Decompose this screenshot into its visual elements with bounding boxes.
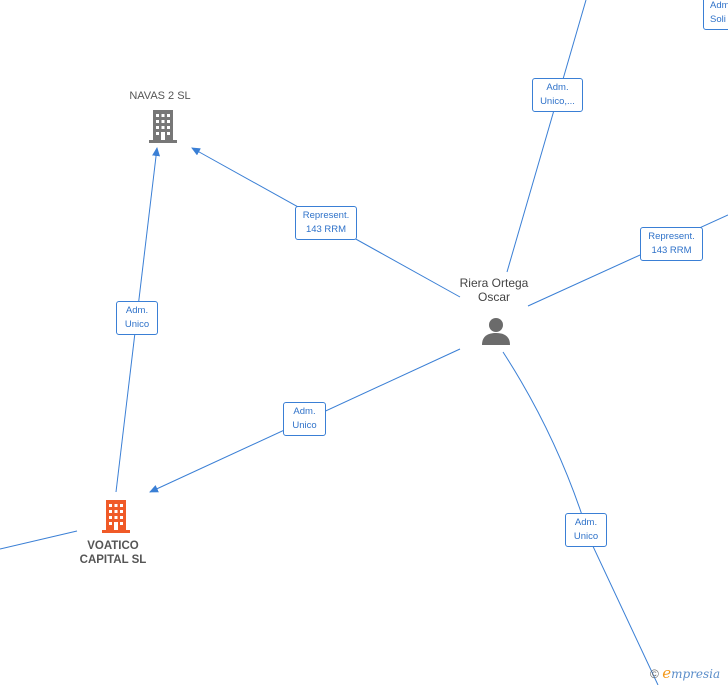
edge-label-partial-top-right[interactable]: Adm Soli xyxy=(703,0,728,30)
edge-label-line: Represent. xyxy=(302,210,350,221)
edge-label-represent-right[interactable]: Represent. 143 RRM xyxy=(640,227,703,261)
building-icon[interactable] xyxy=(100,498,132,539)
empresia-watermark: © empresia xyxy=(650,664,720,682)
edge-label-line: Adm xyxy=(710,0,728,11)
edge-label-adm-voatico-navas[interactable]: Adm. Unico xyxy=(116,301,158,335)
edge-label-line: 143 RRM xyxy=(651,245,692,256)
edge-label-line: Represent. xyxy=(648,231,695,242)
navas-company-label: NAVAS 2 SL xyxy=(110,89,210,103)
edge-label-adm-person-voatico[interactable]: Adm. Unico xyxy=(283,402,326,436)
edge-label-line: 143 RRM xyxy=(305,224,347,235)
edge-label-line: Unico xyxy=(573,531,599,542)
edge-label-line: Adm. xyxy=(546,82,569,93)
voatico-name-line1: VOATICO xyxy=(87,540,139,552)
voatico-company-label: VOATICO CAPITAL SL xyxy=(58,539,168,567)
person-label: Riera Ortega Oscar xyxy=(444,276,544,304)
edge-person-top xyxy=(506,0,587,273)
edge-label-line: Adm. xyxy=(125,305,149,316)
edge-label-adm-bottom[interactable]: Adm. Unico xyxy=(565,513,607,547)
person-name-line1: Riera Ortega xyxy=(459,276,529,290)
brand-name: mpresia xyxy=(671,667,721,681)
person-name-line2: Oscar xyxy=(477,290,510,304)
edge-label-line: Unico xyxy=(292,420,317,431)
edge-label-adm-top[interactable]: Adm. Unico,... xyxy=(532,78,583,112)
edge-label-line: Adm. xyxy=(574,517,598,528)
brand-initial: e xyxy=(662,664,672,682)
edge-voatico-left xyxy=(0,530,78,550)
edge-label-line: Soli xyxy=(710,14,726,25)
navas-company-name: NAVAS 2 SL xyxy=(129,90,191,102)
voatico-name-line2: CAPITAL SL xyxy=(79,554,147,566)
edge-label-line: Unico,... xyxy=(540,96,575,107)
person-icon[interactable] xyxy=(481,316,511,351)
building-icon[interactable] xyxy=(147,108,179,149)
edge-label-line: Adm. xyxy=(293,406,316,417)
edge-label-line: Unico xyxy=(124,319,150,330)
copyright-symbol: © xyxy=(650,667,659,681)
edge-label-represent-navas[interactable]: Represent. 143 RRM xyxy=(295,206,357,240)
